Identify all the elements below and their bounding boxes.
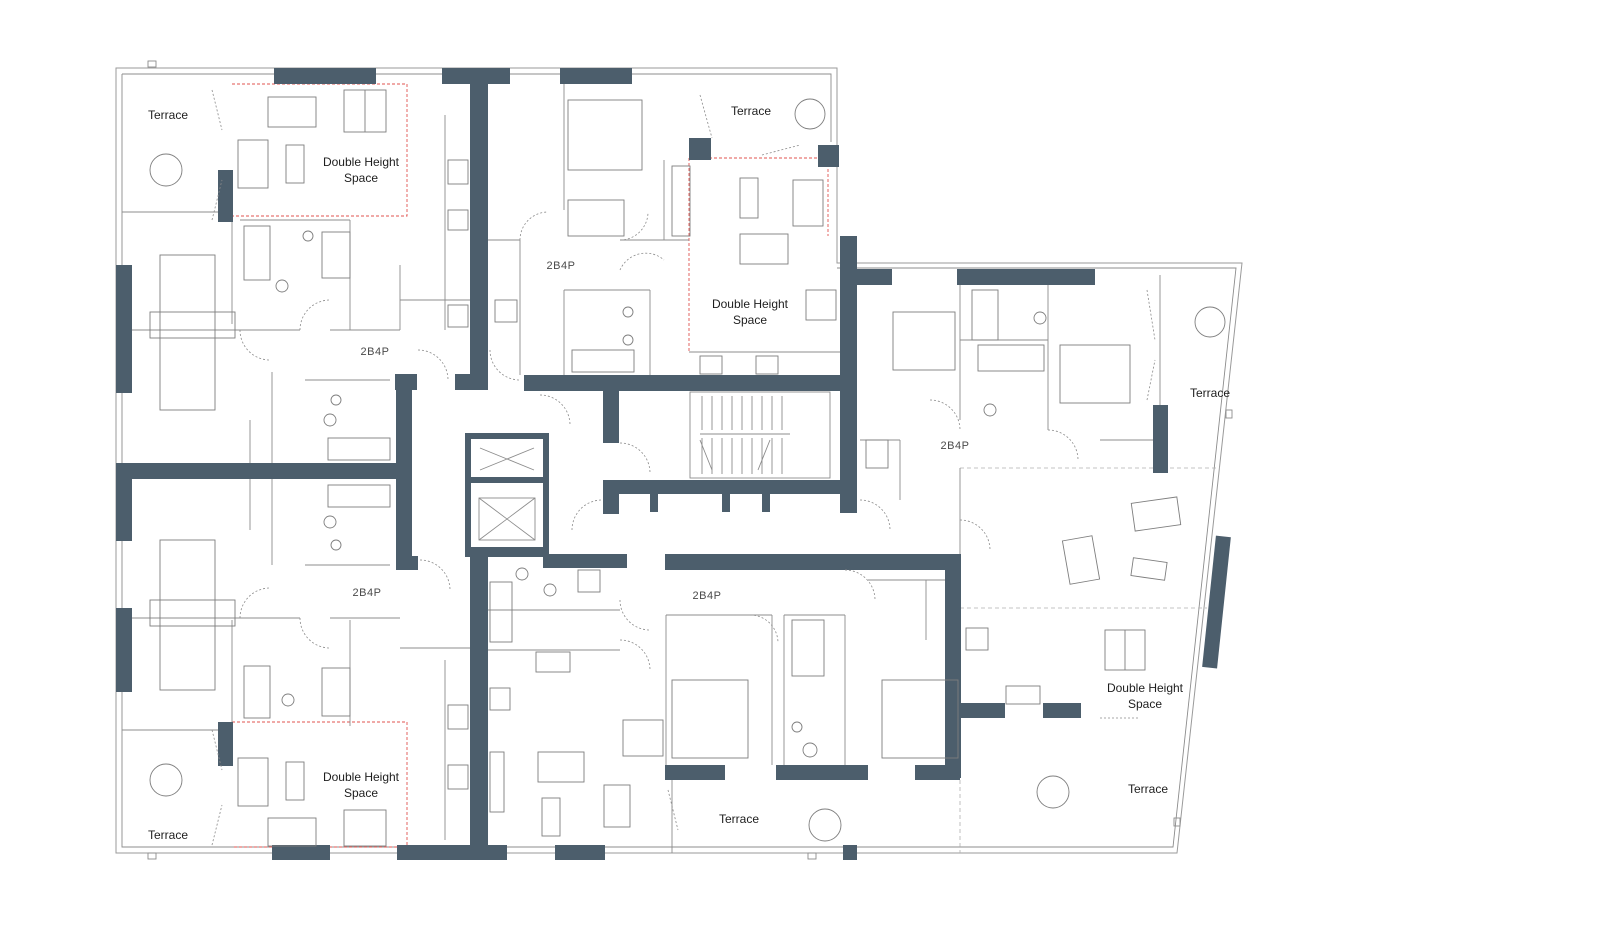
room-labels: Terrace Terrace Terrace Terrace Terrace … — [148, 104, 1230, 842]
double-height-label: Double Height — [712, 297, 789, 311]
double-height-label: Double Height — [1107, 681, 1184, 695]
double-height-label: Space — [733, 313, 767, 327]
door-swings — [211, 89, 1156, 846]
unit-type-label: 2B4P — [547, 260, 576, 272]
double-height-label: Space — [1128, 697, 1162, 711]
terrace-label: Terrace — [719, 812, 759, 826]
double-height-label: Double Height — [323, 155, 400, 169]
terrace-label: Terrace — [148, 828, 188, 842]
building-outline — [115, 60, 1243, 860]
terrace-label: Terrace — [1190, 386, 1230, 400]
double-height-label: Space — [344, 786, 378, 800]
terrace-label: Terrace — [731, 104, 771, 118]
furniture — [149, 89, 1226, 847]
unit-type-label: 2B4P — [941, 440, 970, 452]
structural-walls — [116, 68, 1231, 860]
unit-type-label: 2B4P — [361, 346, 390, 358]
stair-core — [478, 391, 831, 541]
terrace-label: Terrace — [1128, 782, 1168, 796]
terrace-label: Terrace — [148, 108, 188, 122]
double-height-label: Space — [344, 171, 378, 185]
unit-type-label: 2B4P — [693, 590, 722, 602]
unit-type-label: 2B4P — [353, 587, 382, 599]
double-height-label: Double Height — [323, 770, 400, 784]
